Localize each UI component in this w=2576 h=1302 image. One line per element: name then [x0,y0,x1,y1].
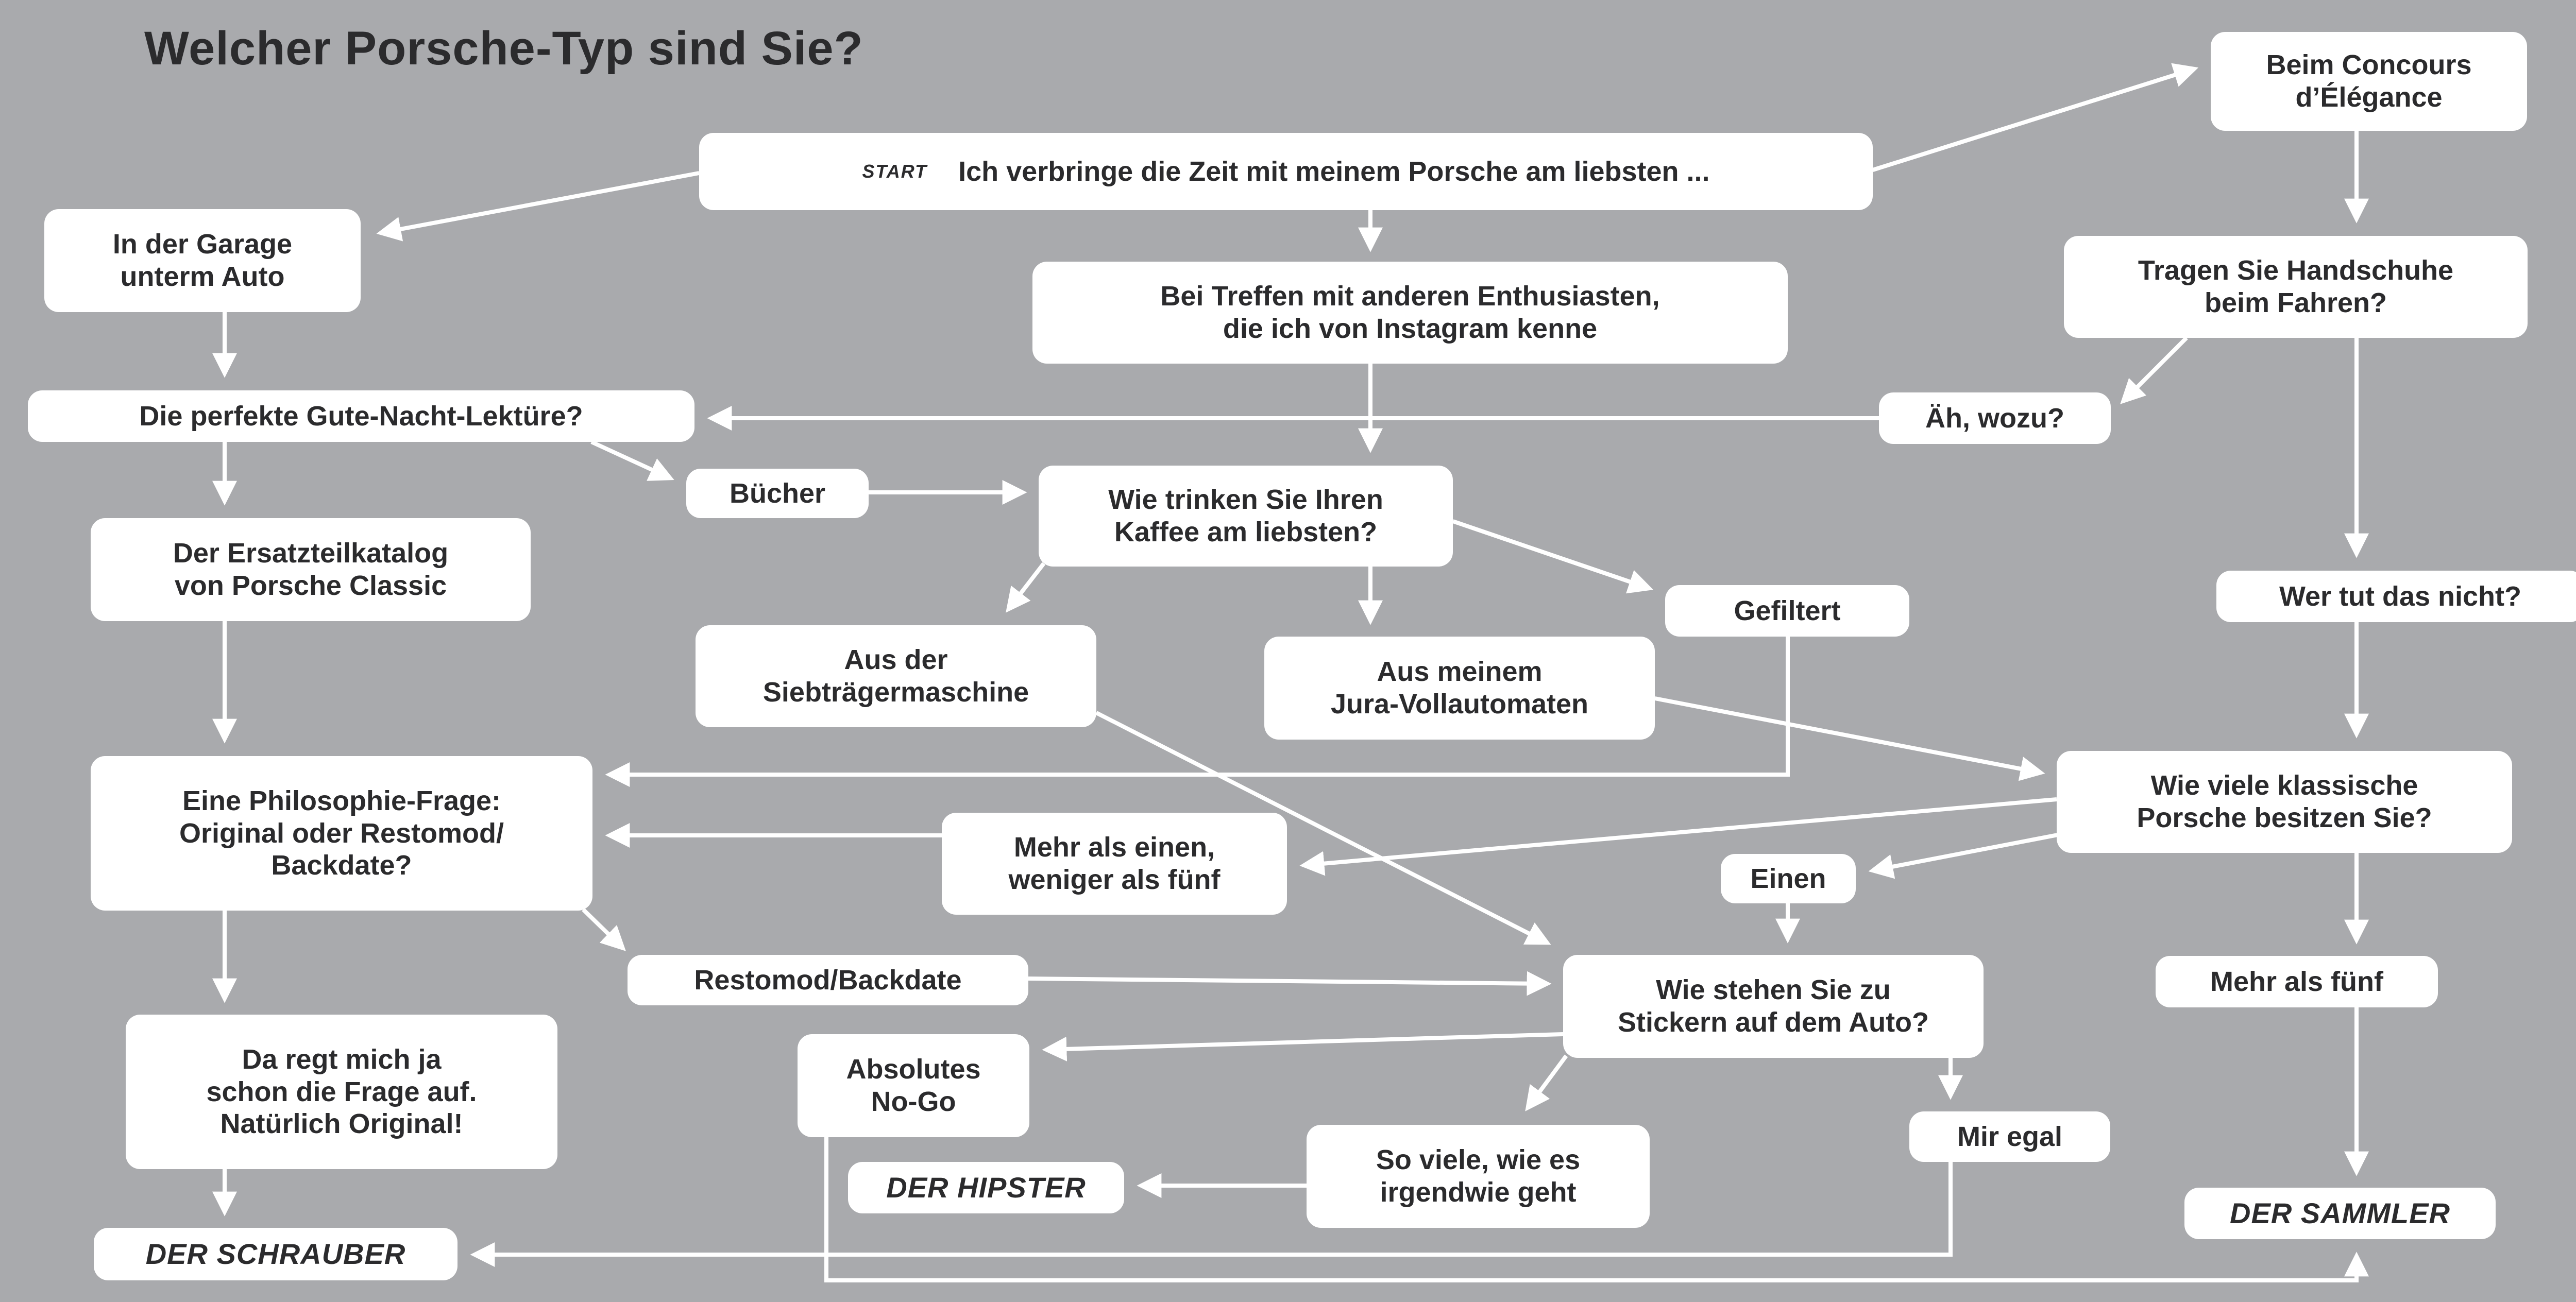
arrow-kaffee-to-gefiltert [1452,519,1654,594]
answer-siebtraeger: Aus der Siebträgermaschine [696,625,1096,727]
answer-wer-tut-text: Wer tut das nicht? [2279,580,2522,612]
answer-mehr-als-fuenf-text: Mehr als fünf [2210,966,2384,997]
start-question-box: START Ich verbringe die Zeit mit meinem … [699,133,1873,210]
answer-siebtraeger-text: Aus der Siebträgermaschine [762,644,1029,708]
outcome-hipster: DER HIPSTER [848,1162,1124,1213]
answer-concours: Beim Concours d’Élégance [2211,32,2527,131]
outcome-schrauber: DER SCHRAUBER [94,1228,457,1280]
outcome-hipster-text: DER HIPSTER [886,1171,1086,1204]
answer-buecher-text: Bücher [729,477,826,509]
question-handschuhe: Tragen Sie Handschuhe beim Fahren? [2064,236,2528,338]
answer-mehr-als-einen: Mehr als einen, weniger als fünf [942,813,1287,915]
answer-ersatzteil-text: Der Ersatzteilkatalog von Porsche Classi… [173,538,449,601]
question-philosophie: Eine Philosophie-Frage: Original oder Re… [91,756,592,911]
arrow-handschuhe-to-wozu [2120,336,2188,404]
arrow-gefiltert-to-philosophie [605,637,1790,787]
arrow-sticker-to-no-go [1042,1032,1564,1061]
answer-wozu: Äh, wozu? [1879,392,2111,444]
question-gute-nacht: Die perfekte Gute-Nacht-Lektüre? [28,390,694,442]
answer-gefiltert: Gefiltert [1665,585,1909,637]
answer-mehr-als-einen-text: Mehr als einen, weniger als fünf [1008,832,1221,895]
answer-einen-text: Einen [1750,863,1826,894]
start-label: START [862,161,928,182]
question-gute-nacht-text: Die perfekte Gute-Nacht-Lektüre? [139,400,583,432]
answer-regt-mich: Da regt mich ja schon die Frage auf. Nat… [126,1015,557,1169]
question-sticker: Wie stehen Sie zu Stickern auf dem Auto? [1563,955,1984,1058]
question-handschuhe-text: Tragen Sie Handschuhe beim Fahren? [2138,255,2454,318]
question-kaffee-text: Wie trinken Sie Ihren Kaffee am liebsten… [1108,484,1383,547]
answer-jura: Aus meinem Jura-Vollautomaten [1264,637,1655,740]
answer-einen: Einen [1721,854,1856,903]
answer-garage: In der Garage unterm Auto [44,209,361,312]
outcome-sammler: DER SAMMLER [2184,1188,2496,1239]
answer-gefiltert-text: Gefiltert [1734,595,1841,626]
question-wie-viele: Wie viele klassische Porsche besitzen Si… [2057,751,2512,853]
page-title: Welcher Porsche-Typ sind Sie? [144,22,863,75]
answer-wozu-text: Äh, wozu? [1925,402,2064,434]
arrow-start-to-garage [376,171,700,242]
answer-jura-text: Aus meinem Jura-Vollautomaten [1330,656,1589,719]
arrow-philosophie-to-restomod [582,908,626,951]
answer-buecher: Bücher [686,469,869,518]
arrow-wie-viele-to-einen [1868,830,2072,879]
start-question-text: Ich verbringe die Zeit mit meinem Porsch… [958,156,1710,187]
answer-wer-tut-das-nicht: Wer tut das nicht? [2216,571,2576,622]
answer-mir-egal: Mir egal [1909,1111,2110,1162]
answer-no-go-text: Absolutes No-Go [846,1054,981,1117]
arrow-start-to-concours [1872,63,2199,172]
answer-restomod-text: Restomod/Backdate [694,964,962,996]
answer-so-viele-text: So viele, wie es irgendwie geht [1376,1144,1581,1208]
question-wie-viele-text: Wie viele klassische Porsche besitzen Si… [2137,770,2432,833]
answer-no-go: Absolutes No-Go [798,1034,1029,1137]
answer-mehr-als-fuenf: Mehr als fünf [2156,956,2438,1007]
arrow-gute-nacht-to-buecher [590,440,674,481]
answer-restomod: Restomod/Backdate [628,955,1028,1005]
arrow-siebtraeger-to-sticker [1095,711,1551,945]
answer-treffen-text: Bei Treffen mit anderen Enthusiasten, di… [1160,281,1660,344]
outcome-sammler-text: DER SAMMLER [2230,1196,2450,1229]
question-kaffee: Wie trinken Sie Ihren Kaffee am liebsten… [1039,466,1453,567]
question-sticker-text: Wie stehen Sie zu Stickern auf dem Auto? [1617,974,1929,1038]
answer-regt-mich-text: Da regt mich ja schon die Frage auf. Nat… [206,1044,477,1140]
answer-treffen: Bei Treffen mit anderen Enthusiasten, di… [1032,262,1788,364]
arrow-wie-viele-to-mehr-als-einen [1299,797,2057,876]
outcome-schrauber-text: DER SCHRAUBER [145,1237,406,1270]
arrow-mir-egal-to-schrauber [470,1162,1953,1267]
arrow-no-go-to-sammler [824,1137,2369,1282]
arrow-jura-to-wie-viele [1654,696,2045,781]
answer-mir-egal-text: Mir egal [1957,1121,2063,1152]
question-philosophie-text: Eine Philosophie-Frage: Original oder Re… [179,785,504,881]
arrow-kaffee-to-siebtraeger [1006,562,1046,613]
answer-so-viele: So viele, wie es irgendwie geht [1307,1125,1650,1228]
answer-garage-text: In der Garage unterm Auto [112,229,293,292]
answer-concours-text: Beim Concours d’Élégance [2266,49,2472,113]
answer-ersatzteil: Der Ersatzteilkatalog von Porsche Classi… [91,518,531,621]
arrow-restomod-to-sticker [1028,971,1552,996]
arrow-sticker-to-so-viele [1525,1054,1568,1111]
